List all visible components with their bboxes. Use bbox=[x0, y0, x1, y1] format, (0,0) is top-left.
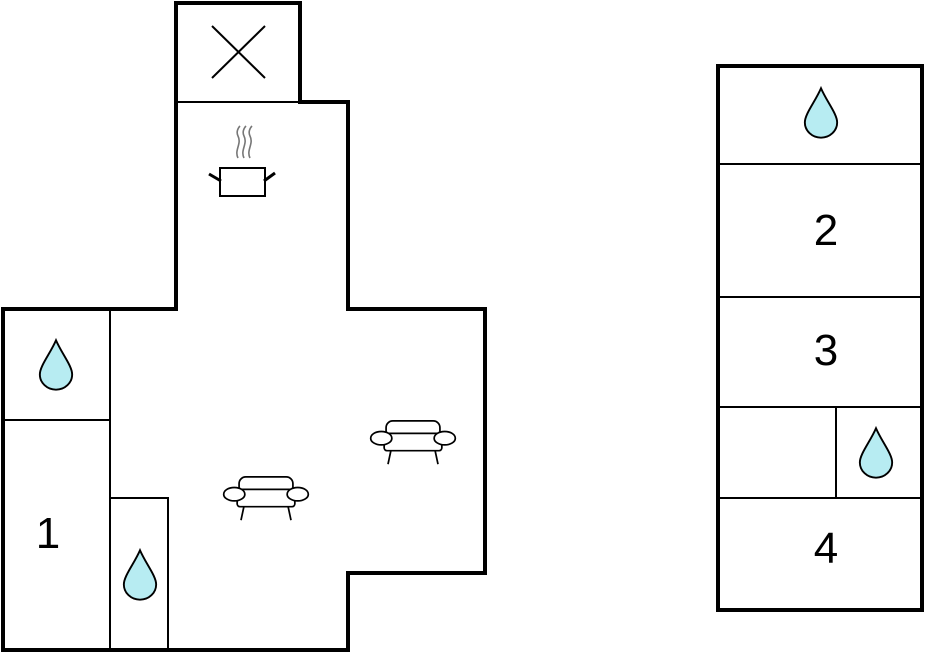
cooking-pot-icon bbox=[208, 125, 276, 197]
water-drop-icon bbox=[38, 339, 74, 391]
water-drop-icon bbox=[858, 427, 894, 479]
upper-floor-outer-wall bbox=[716, 64, 924, 612]
small-bathroom-wall bbox=[110, 497, 169, 650]
room-number-3: 3 bbox=[814, 326, 838, 375]
ground-floor-outer-wall bbox=[1, 1, 487, 652]
sofa-icon bbox=[369, 420, 457, 466]
room-number-4: 4 bbox=[814, 524, 838, 573]
upper-floor-plan: 2 3 4 bbox=[716, 64, 924, 612]
room-number-1: 1 bbox=[36, 509, 60, 558]
ground-floor-plan: 1 bbox=[1, 1, 487, 652]
room-number-2: 2 bbox=[814, 206, 838, 255]
water-drop-icon bbox=[803, 87, 839, 139]
sofa-icon bbox=[222, 476, 310, 522]
water-drop-icon bbox=[122, 549, 158, 601]
cross-icon bbox=[211, 25, 266, 79]
